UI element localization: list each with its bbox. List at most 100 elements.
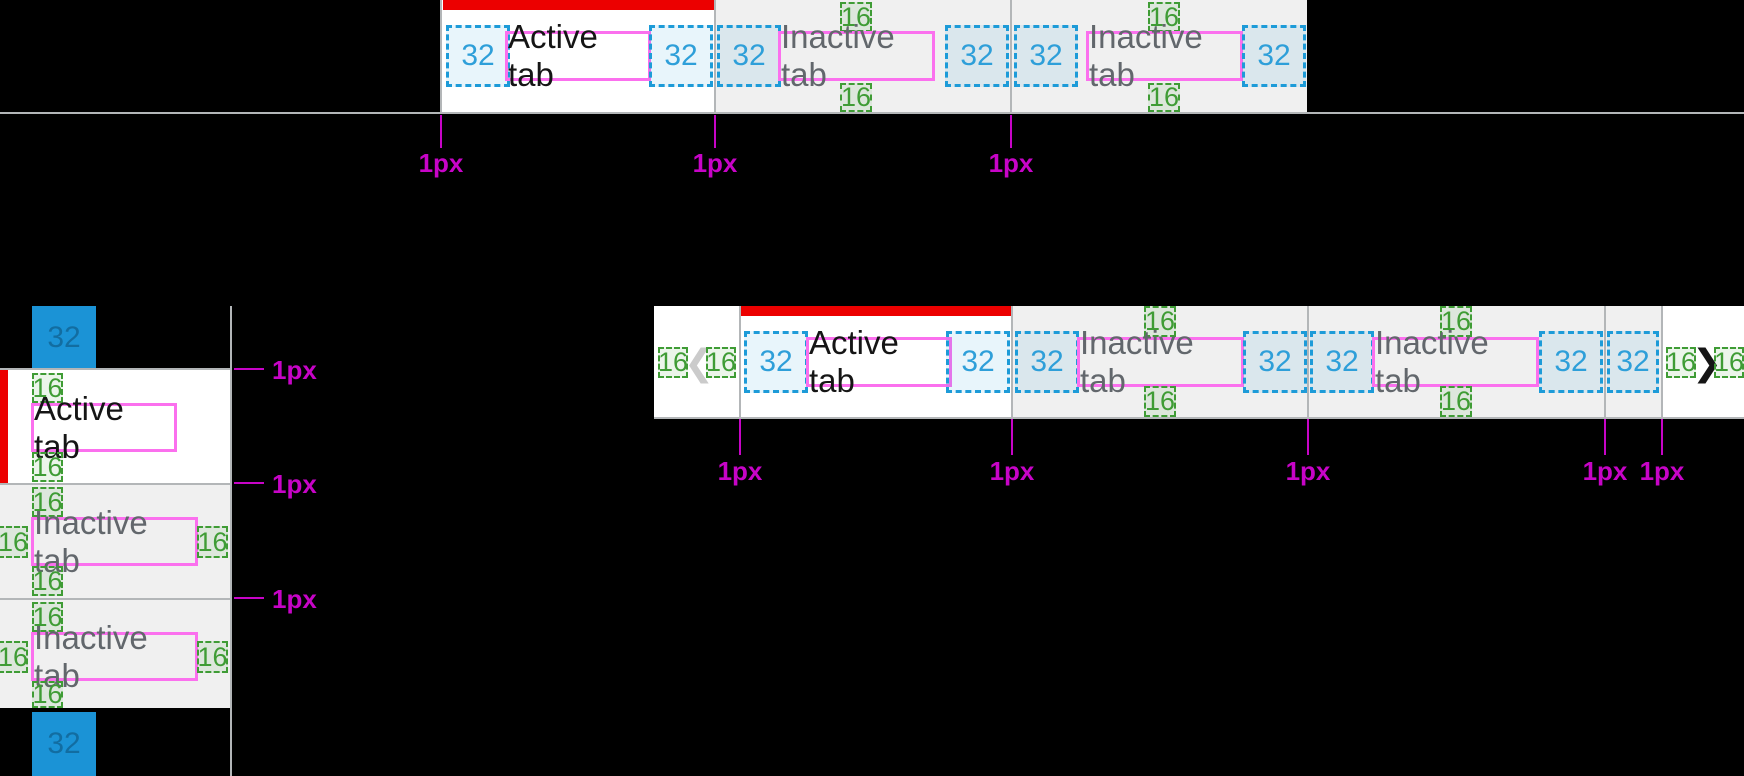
spacing-32-box: 32 <box>649 25 713 87</box>
border-callout-tick <box>1604 419 1606 455</box>
tab-divider <box>0 598 232 600</box>
chevron-right-icon[interactable]: ❯ <box>1692 342 1723 383</box>
tab-inactive-2[interactable] <box>1012 0 1307 112</box>
spacing-16-box: 16 <box>705 347 737 378</box>
tab-inactive-1[interactable] <box>716 0 1010 112</box>
tab-bar-bottom-border <box>0 112 1744 114</box>
border-callout-label: 1px <box>989 456 1035 486</box>
spacing-16-box: 16 <box>1144 306 1176 337</box>
spacing-16-box: 16 <box>1440 386 1472 417</box>
tab-label-box: Inactive tab <box>31 504 198 579</box>
spacing-32-box: 32 <box>946 331 1010 393</box>
tab-label: Inactive tab <box>781 18 895 93</box>
tab-divider <box>739 306 741 418</box>
tab-label-box: Inactive tab <box>1372 324 1539 399</box>
border-callout-label: 1px <box>692 148 738 178</box>
scroll-left-button[interactable] <box>654 306 739 418</box>
spacing-16-box: 16 <box>657 347 689 378</box>
tab-border-left <box>440 0 442 113</box>
tab-label: Inactive tab <box>34 503 148 579</box>
spacing-16-box: 16 <box>1665 347 1697 378</box>
tab-label: Active tab <box>809 324 899 399</box>
chevron-left-icon[interactable]: ❮ <box>684 342 715 383</box>
border-callout-tick <box>234 368 264 370</box>
spacing-16-box: 16 <box>1144 386 1176 417</box>
tab-divider <box>0 483 232 485</box>
spacing-32-box: 32 <box>446 25 510 87</box>
spacing-16-box: 16 <box>32 679 63 709</box>
tab-inactive-1[interactable] <box>0 485 230 598</box>
border-callout-label: 1px <box>1582 456 1628 486</box>
spacing-16-box: 16 <box>32 601 63 632</box>
tab-active[interactable] <box>741 306 1012 418</box>
tab-label: Active tab <box>34 389 124 465</box>
border-callout-label: 1px <box>717 456 763 486</box>
spacing-32-box: 32 <box>717 25 781 87</box>
tab-label: Active tab <box>508 18 598 93</box>
spacing-16-box: 16 <box>840 82 872 112</box>
border-callout-tick <box>739 419 741 455</box>
spacing-32-square: 32 <box>32 306 96 370</box>
border-callout-tick <box>440 115 442 148</box>
spacing-16-box: 16 <box>197 526 228 558</box>
border-callout-tick <box>234 597 264 599</box>
border-callout-tick <box>714 115 716 148</box>
spacing-16-box: 16 <box>32 451 63 482</box>
active-tab-indicator <box>741 306 1012 316</box>
spacing-16-box: 16 <box>32 565 63 596</box>
border-callout-label: 1px <box>1639 456 1685 486</box>
tab-label-box: Inactive tab <box>778 18 935 93</box>
spacing-32-box: 32 <box>945 25 1009 87</box>
tab-border-right <box>230 306 232 776</box>
spacing-16-box: 16 <box>32 372 63 403</box>
spacing-16-box: 16 <box>1440 306 1472 337</box>
spacing-32-box: 32 <box>1015 331 1079 393</box>
spacing-32-box: 32 <box>1242 25 1306 87</box>
tab-inactive-2[interactable] <box>0 600 230 708</box>
tab-label-box: Active tab <box>505 18 651 93</box>
border-callout-label: 1px <box>272 355 317 385</box>
tab-label-box: Inactive tab <box>1086 18 1243 93</box>
tab-bar-bottom-border <box>654 417 1744 419</box>
tab-label: Inactive tab <box>1089 18 1203 93</box>
border-callout-label: 1px <box>272 469 317 499</box>
spacing-16-box: 16 <box>0 526 29 558</box>
tab-divider <box>1011 306 1013 418</box>
tab-divider <box>1307 306 1309 418</box>
spacing-32-box: 32 <box>744 331 808 393</box>
border-callout-tick <box>1307 419 1309 455</box>
border-callout-tick <box>234 482 264 484</box>
active-tab-indicator <box>443 0 715 10</box>
tab-label-box: Active tab <box>31 390 177 465</box>
spacing-32-box: 32 <box>1014 25 1078 87</box>
tab-label: Inactive tab <box>1080 324 1194 399</box>
spacing-32-box: 32 <box>1310 331 1374 393</box>
spacing-32-square: 32 <box>32 712 96 776</box>
spacing-32-box: 32 <box>1607 331 1659 393</box>
tab-label-box: Inactive tab <box>31 619 198 694</box>
tab-divider <box>714 0 716 113</box>
tab-border-top <box>0 368 232 370</box>
border-callout-label: 1px <box>418 148 464 178</box>
scroll-right-button[interactable] <box>1663 306 1744 418</box>
border-callout-label: 1px <box>1285 456 1331 486</box>
border-callout-tick <box>1010 115 1012 148</box>
border-callout-tick <box>1661 419 1663 455</box>
tab-active[interactable] <box>441 0 715 113</box>
tab-label-box: Inactive tab <box>1077 324 1244 399</box>
tab-label-box: Active tab <box>806 324 952 399</box>
spacing-32-box: 32 <box>1539 331 1603 393</box>
tab-divider <box>1604 306 1606 418</box>
spacing-16-box: 16 <box>1148 82 1180 112</box>
tab-active[interactable] <box>0 370 230 483</box>
spacing-16-box: 16 <box>1713 347 1744 378</box>
spacing-16-box: 16 <box>197 641 228 673</box>
tab-divider <box>1661 306 1663 418</box>
spacing-32-box: 32 <box>1243 331 1307 393</box>
border-callout-label: 1px <box>988 148 1034 178</box>
tab-label: Inactive tab <box>34 618 148 694</box>
tab-label: Inactive tab <box>1375 324 1489 399</box>
border-callout-label: 1px <box>272 584 317 614</box>
spacing-16-box: 16 <box>0 641 29 673</box>
